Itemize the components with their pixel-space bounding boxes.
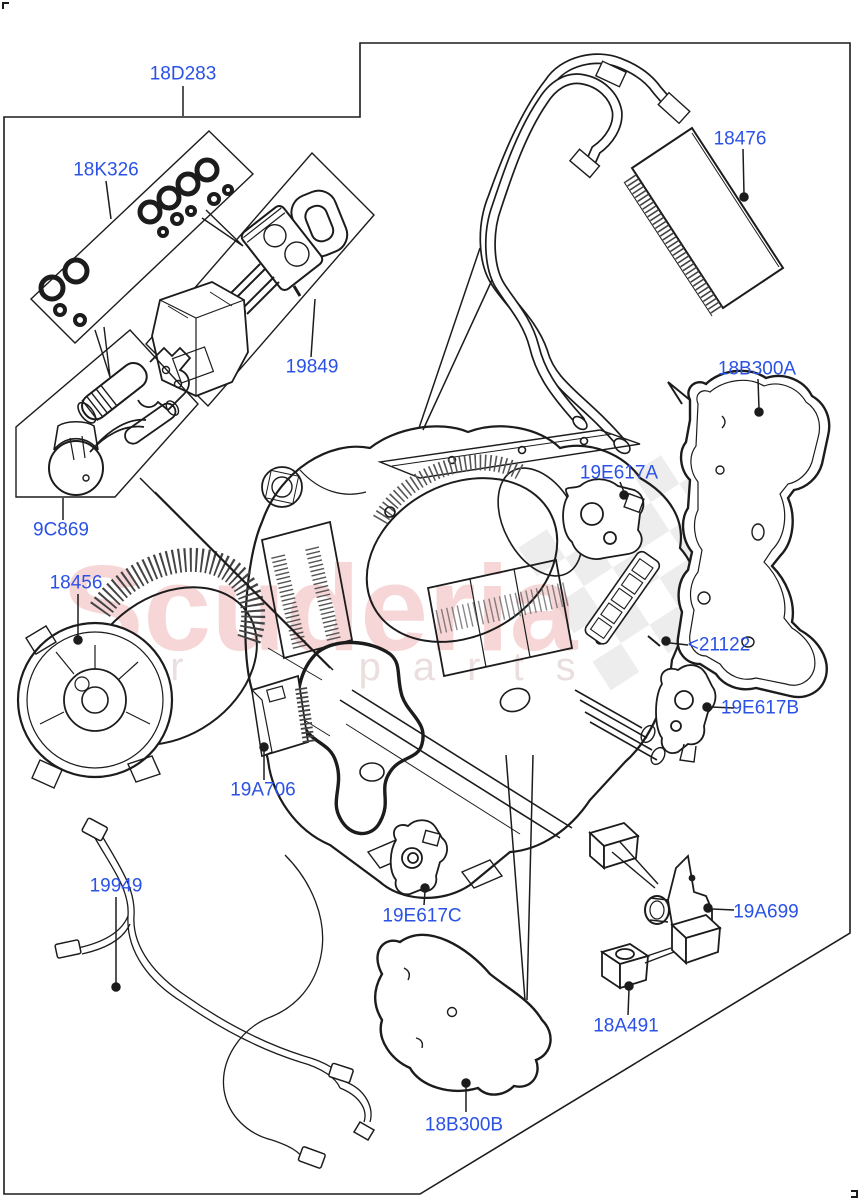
aux-valve-19A699 [588, 821, 722, 966]
aux-pipe-box-9C869 [15, 329, 199, 498]
part-label-9c869[interactable]: 9C869 [33, 519, 89, 541]
grommet-18A491 [599, 943, 675, 990]
kit-arrows [94, 209, 244, 378]
part-label-19a706[interactable]: 19A706 [230, 779, 296, 801]
part-label-18b300b[interactable]: 18B300B [424, 1114, 504, 1136]
filter-strip-21122 [584, 550, 661, 647]
part-label-19e617b[interactable]: 19E617B [720, 697, 800, 719]
part-label-18456[interactable]: 18456 [49, 572, 103, 594]
cover-panel-18B300B [374, 933, 552, 1096]
valve-kit-box-19849 [145, 151, 375, 408]
actuator-19E617B [655, 664, 717, 763]
corner-mark-top-left [2, 2, 9, 9]
part-label-19849[interactable]: 19849 [285, 356, 339, 378]
valve-housing-sketch [151, 281, 249, 397]
install-arrow-top [418, 247, 493, 431]
part-label-21122[interactable]: <21122 [687, 634, 751, 656]
heater-hoses [479, 53, 691, 455]
blower-resistor-19A706 [250, 674, 315, 758]
blower-motor-18456 [16, 547, 266, 789]
heater-core-18476 [623, 126, 785, 317]
wiring-harness-19949 [54, 817, 376, 1169]
part-label-18d283[interactable]: 18D283 [149, 63, 217, 85]
actuator-19E617A [562, 478, 645, 560]
part-label-19e617a[interactable]: 19E617A [579, 462, 659, 484]
part-label-19a699[interactable]: 19A699 [733, 901, 799, 923]
part-label-18476[interactable]: 18476 [713, 128, 767, 150]
part-label-18b300a[interactable]: 18B300A [717, 358, 797, 380]
seal-kit-box-18K326 [29, 130, 255, 344]
install-arrows-lower [139, 477, 534, 1001]
part-label-19e617c[interactable]: 19E617C [382, 905, 462, 927]
actuator-19E617C [389, 819, 448, 896]
corner-mark-bottom-right [851, 1190, 858, 1198]
part-label-19949[interactable]: 19949 [89, 875, 143, 897]
leader-lines [62, 86, 764, 1112]
part-label-18k326[interactable]: 18K326 [73, 159, 139, 181]
part-label-18a491[interactable]: 18A491 [593, 1015, 659, 1037]
cover-panel-18B300A [667, 369, 831, 699]
